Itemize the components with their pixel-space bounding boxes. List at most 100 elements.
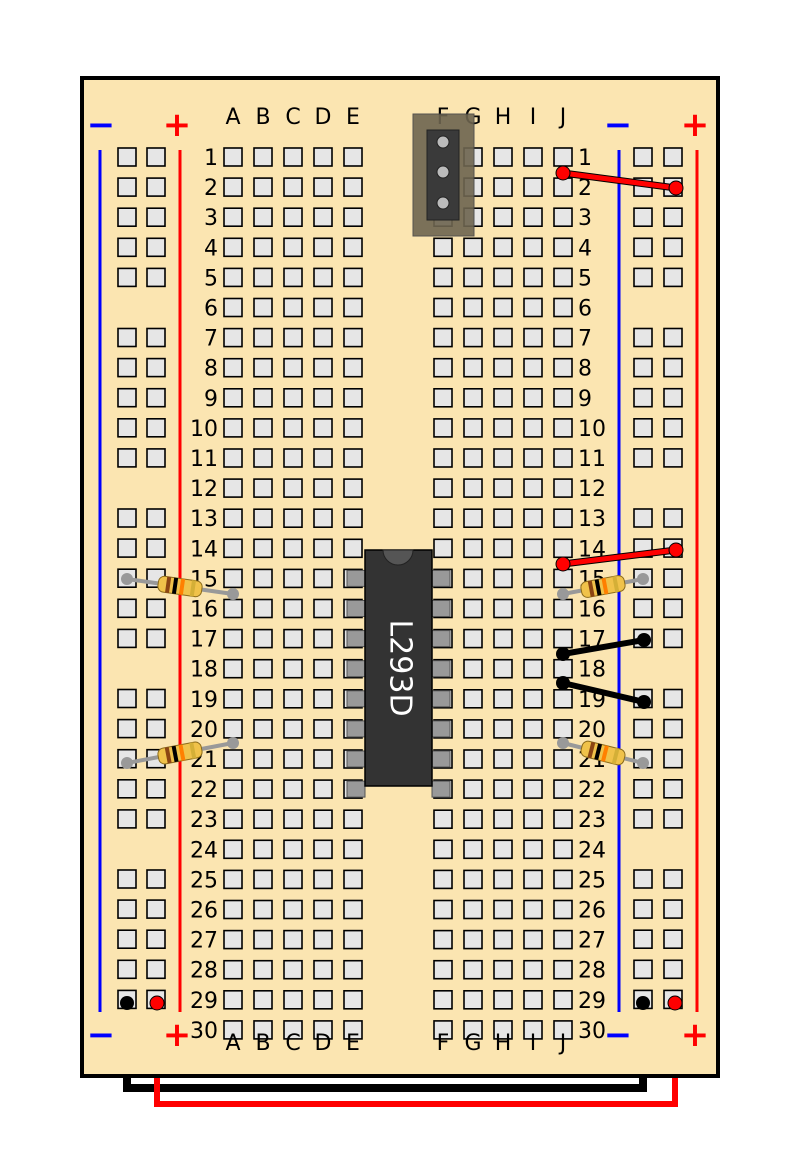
hole-D7[interactable] <box>313 327 333 348</box>
hole-B30[interactable] <box>253 1020 273 1040</box>
hole-I26[interactable] <box>523 899 543 920</box>
hole-D2[interactable] <box>313 177 333 197</box>
hole-A22[interactable] <box>223 779 243 799</box>
rail-hole-0-11[interactable] <box>117 508 137 528</box>
hole-A12[interactable] <box>223 478 243 498</box>
rail-hole-3-5[interactable] <box>663 267 683 288</box>
hole-G19[interactable] <box>463 688 483 709</box>
hole-C20[interactable] <box>283 719 303 739</box>
hole-E7[interactable] <box>343 327 363 348</box>
rail-hole-2-19[interactable] <box>633 778 653 799</box>
hole-F11[interactable] <box>433 448 453 468</box>
hole-G15[interactable] <box>463 568 483 589</box>
hole-I10[interactable] <box>523 418 543 438</box>
hole-A23[interactable] <box>223 809 243 830</box>
hole-E26[interactable] <box>343 899 363 920</box>
resistor-left-row21[interactable] <box>121 737 239 769</box>
hole-F29[interactable] <box>433 989 453 1010</box>
hole-D22[interactable] <box>313 779 333 799</box>
hole-J2[interactable] <box>553 177 573 197</box>
red-wire-row2[interactable] <box>555 165 684 196</box>
rail-hole-3-15[interactable] <box>663 628 683 649</box>
hole-I27[interactable] <box>523 929 543 950</box>
hole-A14[interactable] <box>223 538 243 559</box>
hole-F30[interactable] <box>433 1020 453 1040</box>
hole-I22[interactable] <box>523 779 543 799</box>
hole-D11[interactable] <box>313 448 333 468</box>
rail-hole-0-22[interactable] <box>117 899 137 919</box>
hole-H25[interactable] <box>493 869 513 890</box>
hole-C4[interactable] <box>283 237 303 258</box>
hole-C5[interactable] <box>283 267 303 288</box>
hole-F23[interactable] <box>433 809 453 830</box>
hole-D12[interactable] <box>313 478 333 498</box>
hole-J25[interactable] <box>553 869 573 890</box>
hole-A29[interactable] <box>223 989 243 1010</box>
rail-hole-3-17[interactable] <box>663 718 683 739</box>
hole-G4[interactable] <box>463 237 483 258</box>
hole-I2[interactable] <box>523 177 543 197</box>
hole-B25[interactable] <box>253 869 273 890</box>
hole-A30[interactable] <box>223 1020 243 1040</box>
hole-H29[interactable] <box>493 989 513 1010</box>
hole-A28[interactable] <box>223 959 243 980</box>
rail-hole-2-23[interactable] <box>633 929 653 950</box>
hole-B28[interactable] <box>253 959 273 980</box>
hole-J1[interactable] <box>553 147 573 167</box>
hole-H5[interactable] <box>493 267 513 288</box>
rail-hole-1-2[interactable] <box>146 177 166 197</box>
hole-H13[interactable] <box>493 508 513 529</box>
hole-B11[interactable] <box>253 448 273 468</box>
hole-A17[interactable] <box>223 628 243 649</box>
hole-I18[interactable] <box>523 658 543 679</box>
rail-hole-2-10[interactable] <box>633 448 653 468</box>
hole-C12[interactable] <box>283 478 303 498</box>
hole-E5[interactable] <box>343 267 363 288</box>
hole-B13[interactable] <box>253 508 273 529</box>
hole-J26[interactable] <box>553 899 573 920</box>
black-wire-row18[interactable] <box>556 633 651 661</box>
hole-D18[interactable] <box>313 658 333 679</box>
hole-B27[interactable] <box>253 929 273 950</box>
hole-J21[interactable] <box>553 749 573 769</box>
hole-A6[interactable] <box>223 297 243 318</box>
hole-J19[interactable] <box>553 688 573 709</box>
hole-I16[interactable] <box>523 598 543 619</box>
hole-A20[interactable] <box>223 719 243 739</box>
hole-D19[interactable] <box>313 688 333 709</box>
rail-hole-1-15[interactable] <box>146 628 166 649</box>
rail-hole-3-1[interactable] <box>663 147 683 167</box>
hole-H1[interactable] <box>493 147 513 167</box>
hole-J11[interactable] <box>553 448 573 468</box>
hole-A16[interactable] <box>223 598 243 619</box>
hole-E23[interactable] <box>343 809 363 830</box>
rail-hole-3-6[interactable] <box>663 327 683 348</box>
hole-I11[interactable] <box>523 448 543 468</box>
hole-E13[interactable] <box>343 508 363 529</box>
rail-hole-1-14[interactable] <box>146 598 166 619</box>
hole-I24[interactable] <box>523 839 543 860</box>
hole-J20[interactable] <box>553 719 573 739</box>
three-pin-header[interactable] <box>412 113 475 237</box>
hole-D17[interactable] <box>313 628 333 649</box>
rail-hole-3-23[interactable] <box>663 929 683 950</box>
rail-hole-3-16[interactable] <box>663 688 683 709</box>
hole-H27[interactable] <box>493 929 513 950</box>
hole-D15[interactable] <box>313 568 333 589</box>
hole-B10[interactable] <box>253 418 273 438</box>
hole-E3[interactable] <box>343 207 363 227</box>
hole-B12[interactable] <box>253 478 273 498</box>
hole-I20[interactable] <box>523 719 543 739</box>
hole-D25[interactable] <box>313 869 333 890</box>
hole-E25[interactable] <box>343 869 363 890</box>
hole-I14[interactable] <box>523 538 543 559</box>
hole-I12[interactable] <box>523 478 543 498</box>
hole-A4[interactable] <box>223 237 243 258</box>
hole-H15[interactable] <box>493 568 513 589</box>
rail-hole-1-23[interactable] <box>146 929 166 950</box>
hole-D10[interactable] <box>313 418 333 438</box>
rail-hole-0-21[interactable] <box>117 869 137 889</box>
hole-F26[interactable] <box>433 899 453 920</box>
hole-B14[interactable] <box>253 538 273 559</box>
rail-hole-2-11[interactable] <box>633 508 653 528</box>
